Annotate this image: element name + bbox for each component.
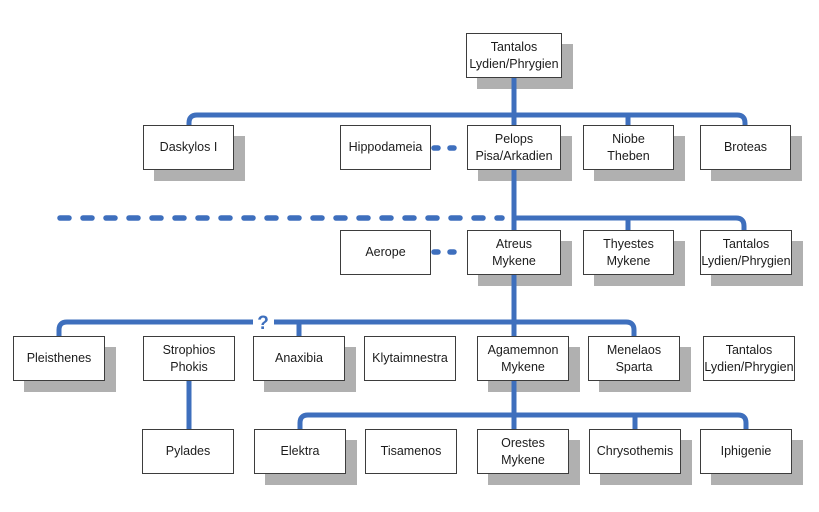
person-label: Thyestes Mykene xyxy=(603,237,654,268)
person-label: Agamemnon Mykene xyxy=(487,343,559,374)
person-box-tantalos3: Tantalos Lydien/Phrygien xyxy=(703,336,795,381)
person-box-klytaimnestra: Klytaimnestra xyxy=(364,336,456,381)
person-label: Menelaos Sparta xyxy=(606,343,662,374)
person-label: Atreus Mykene xyxy=(492,237,536,268)
person-box-menelaos: Menelaos Sparta xyxy=(588,336,680,381)
gen3-sibling-bus-line xyxy=(512,215,747,230)
person-box-tisamenos: Tisamenos xyxy=(365,429,457,474)
person-box-daskylos: Daskylos I xyxy=(143,125,234,170)
person-box-agamemnon: Agamemnon Mykene xyxy=(477,336,569,381)
gen4-bus-left-line xyxy=(56,319,253,336)
person-label: Pylades xyxy=(165,444,211,459)
person-box-aerope: Aerope xyxy=(340,230,431,275)
person-label: Tantalos Lydien/Phrygien xyxy=(469,40,559,71)
person-box-tantalos1: Tantalos Lydien/Phrygien xyxy=(466,33,562,78)
person-label: Pelops Pisa/Arkadien xyxy=(475,132,553,163)
person-label: Anaxibia xyxy=(275,351,323,366)
person-box-orestes: Orestes Mykene xyxy=(477,429,569,474)
person-label: Niobe Theben xyxy=(607,132,650,163)
person-label: Tantalos Lydien/Phrygien xyxy=(704,343,794,374)
person-box-atreus: Atreus Mykene xyxy=(467,230,561,275)
uncertainty-question-mark: ? xyxy=(257,313,269,334)
person-box-thyestes: Thyestes Mykene xyxy=(583,230,674,275)
person-label: Orestes Mykene xyxy=(501,436,545,467)
person-label: Pleisthenes xyxy=(26,351,92,366)
person-box-tantalos2: Tantalos Lydien/Phrygien xyxy=(700,230,792,275)
person-label: Broteas xyxy=(723,140,768,155)
person-box-pelops: Pelops Pisa/Arkadien xyxy=(467,125,561,170)
gen2-sibling-bus-line xyxy=(186,112,748,125)
person-box-strophios: Strophios Phokis xyxy=(143,336,235,381)
person-label: Daskylos I xyxy=(159,140,218,155)
person-label: Hippodameia xyxy=(348,140,423,155)
person-box-elektra: Elektra xyxy=(254,429,346,474)
person-box-chrysothemis: Chrysothemis xyxy=(589,429,681,474)
gen4-bus-right-line xyxy=(274,319,637,336)
person-box-pleisthenes: Pleisthenes xyxy=(13,336,105,381)
person-box-broteas: Broteas xyxy=(700,125,791,170)
person-label: Strophios Phokis xyxy=(162,343,216,374)
person-label: Chrysothemis xyxy=(596,444,674,459)
person-box-hippodameia: Hippodameia xyxy=(340,125,431,170)
person-label: Tantalos Lydien/Phrygien xyxy=(701,237,791,268)
person-label: Aerope xyxy=(365,245,406,260)
person-box-pylades: Pylades xyxy=(142,429,234,474)
person-box-anaxibia: Anaxibia xyxy=(253,336,345,381)
person-label: Elektra xyxy=(280,444,320,459)
person-label: Iphigenie xyxy=(720,444,772,459)
person-box-iphigenie: Iphigenie xyxy=(700,429,792,474)
person-label: Tisamenos xyxy=(380,444,442,459)
person-label: Klytaimnestra xyxy=(372,351,448,366)
gen5-sibling-bus-line xyxy=(297,412,749,429)
person-box-niobe: Niobe Theben xyxy=(583,125,674,170)
